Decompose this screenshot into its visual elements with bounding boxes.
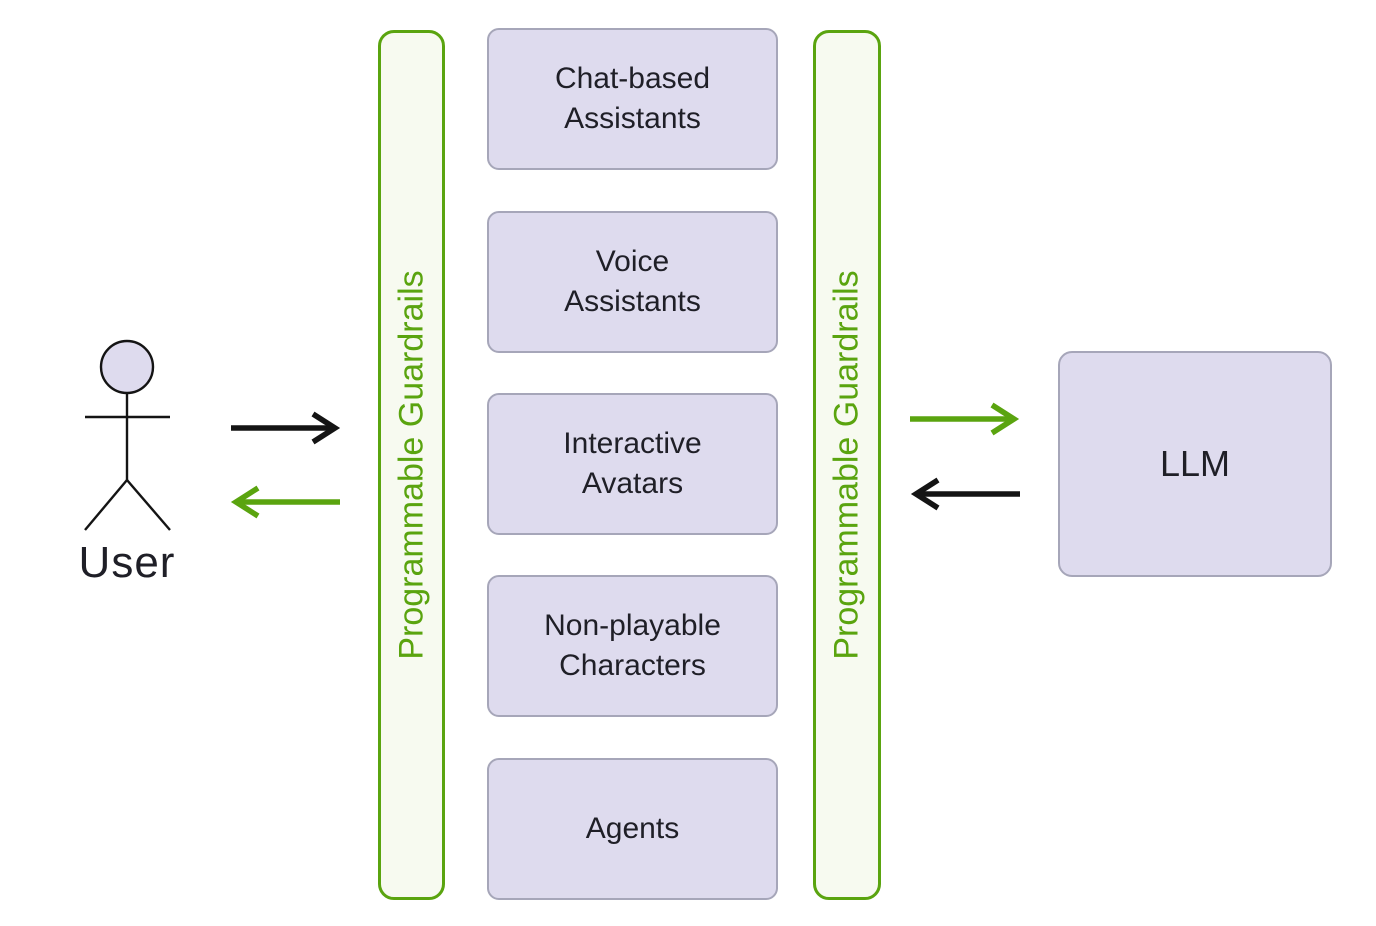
guardrail-bar-left: Programmable Guardrails: [378, 30, 445, 900]
arrow-llm-to-guardrails: [910, 477, 1020, 511]
app-box-chat-based-assistants: Chat-based Assistants: [487, 28, 778, 170]
stick-figure-right-leg: [126, 479, 171, 531]
app-box-non-playable-characters: Non-playable Characters: [487, 575, 778, 717]
stick-figure-head: [99, 339, 155, 395]
app-box-label: Interactive Avatars: [563, 426, 702, 501]
stick-figure-left-leg: [84, 479, 128, 531]
app-box-label: Non-playable Characters: [544, 608, 721, 683]
app-box-interactive-avatars: Interactive Avatars: [487, 393, 778, 535]
app-box-label: Voice Assistants: [564, 244, 701, 319]
llm-box: LLM: [1058, 351, 1332, 577]
arrow-guardrails-to-user: [230, 485, 340, 519]
app-box-voice-assistants: Voice Assistants: [487, 211, 778, 353]
llm-label: LLM: [1159, 443, 1231, 484]
guardrail-right-label: Programmable Guardrails: [827, 270, 866, 660]
app-box-label: Agents: [585, 811, 680, 845]
user-stick-figure-icon: [84, 339, 171, 531]
arrow-guardrails-to-llm: [910, 402, 1020, 436]
user-label: User: [78, 538, 176, 587]
guardrail-left-label: Programmable Guardrails: [392, 270, 430, 660]
app-box-agents: Agents: [487, 758, 778, 900]
arrow-user-to-guardrails: [231, 411, 341, 445]
guardrail-bar-right: Programmable Guardrails: [813, 30, 881, 900]
app-box-label: Chat-based Assistants: [554, 61, 711, 136]
